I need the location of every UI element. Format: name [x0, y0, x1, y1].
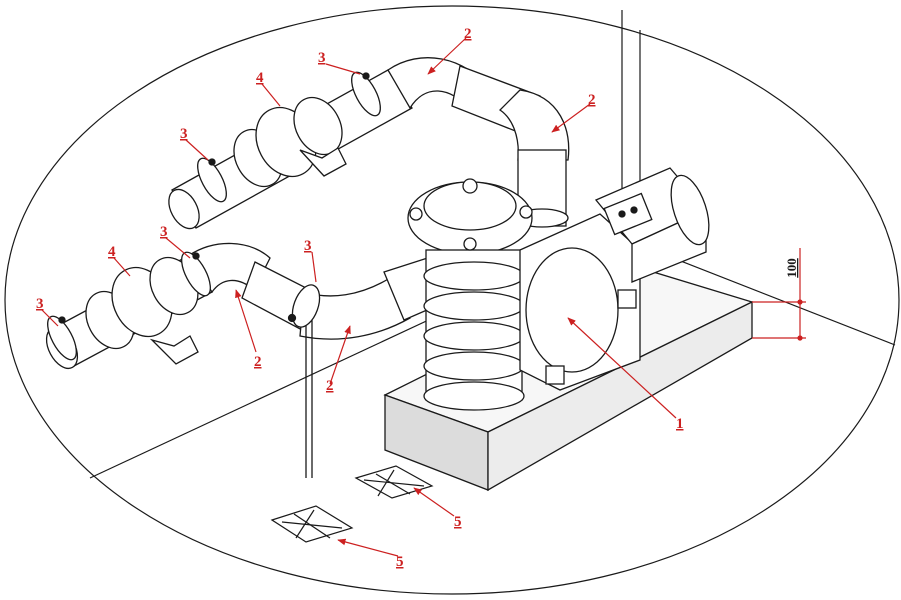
callout-clamp-mid-right: 3: [304, 238, 312, 254]
valve-top: [233, 96, 347, 188]
pipe-top-left-open-end: [168, 188, 200, 230]
callout-pump: 1: [676, 416, 684, 432]
clamp-far-left: [47, 315, 77, 361]
dimension-label: 100: [784, 258, 799, 278]
callout-labels: 1 2 2 2 2 3 3 3 3 3 4 4 5 5: [36, 26, 684, 570]
clamp-mid-right: [291, 284, 321, 328]
room-left-floor-line: [89, 309, 451, 479]
callout-elbow-top-a: 2: [464, 26, 472, 42]
callout-clamp-top-left: 3: [180, 126, 188, 142]
plinth-height-dimension: [752, 248, 806, 341]
callout-vent-far: 5: [454, 514, 462, 530]
room-boundary-ellipse: [4, 5, 900, 595]
callout-clamp-top-right: 3: [318, 50, 326, 66]
pipe-clamps: [47, 71, 381, 361]
pipe-drop-elbow: [498, 89, 570, 161]
pump-assembly: [407, 167, 710, 411]
callout-pipe-left: 2: [254, 354, 262, 370]
callout-elbow-top-b: 2: [588, 92, 596, 108]
floor-vents: [270, 465, 434, 543]
callout-valve-top: 4: [256, 70, 264, 86]
vent-far: [354, 465, 434, 499]
vent-near: [270, 505, 354, 543]
callout-leaders: [41, 37, 677, 557]
callout-clamp-far-left: 3: [36, 296, 44, 312]
callout-vent-near: 5: [396, 554, 404, 570]
pump-motor-endcap: [670, 174, 710, 246]
callout-elbow-front: 2: [326, 378, 334, 394]
callout-clamp-mid-left: 3: [160, 224, 168, 240]
clamp-mid-left: [181, 251, 211, 297]
clamp-top-left: [197, 157, 227, 203]
callout-valve-left: 4: [108, 244, 116, 260]
terminal-box: [603, 192, 653, 236]
